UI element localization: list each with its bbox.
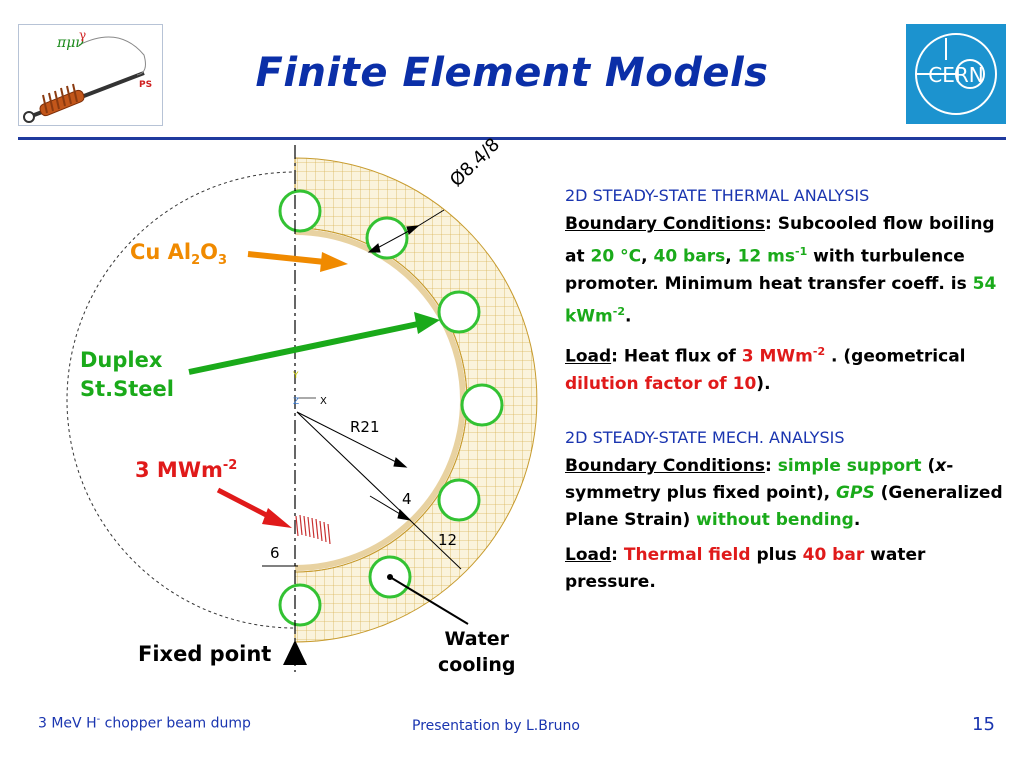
- thermal-heading: 2D STEADY-STATE THERMAL ANALYSIS: [565, 186, 870, 205]
- dim-4: 4: [402, 490, 412, 508]
- svg-text:CERN: CERN: [928, 63, 983, 87]
- cooling-channels: [278, 189, 504, 627]
- svg-text:πμν: πμν: [56, 35, 84, 51]
- svg-text:X: X: [320, 396, 327, 407]
- svg-text:PS: PS: [139, 80, 152, 90]
- svg-text:Y: Y: [292, 371, 299, 381]
- heat-flux-arrow: [216, 487, 292, 528]
- dim-12: 12: [438, 531, 458, 549]
- duplex-arrow: [188, 312, 440, 375]
- dim-6: 6: [270, 544, 280, 562]
- page-number: 15: [972, 714, 995, 735]
- cu-label: Cu Al2O3: [130, 240, 228, 269]
- footer-presenter: Presentation by L.Bruno: [412, 718, 580, 734]
- thermal-bc: Boundary Conditions: Subcooled flow boil…: [565, 214, 997, 327]
- title-divider: [18, 137, 1006, 140]
- dim-r21: R21: [350, 418, 380, 436]
- fixed-point-label: Fixed point: [138, 642, 272, 666]
- mech-heading: 2D STEADY-STATE MECH. ANALYSIS: [565, 427, 845, 447]
- footer-left: 3 MeV H- chopper beam dump: [38, 714, 251, 732]
- svg-text:γ: γ: [79, 28, 86, 42]
- cu-arrow: [247, 251, 348, 272]
- heat-flux-marks: [295, 514, 331, 545]
- heat-flux-label: 3 MWm-2: [135, 458, 238, 482]
- page-title: Finite Element Models: [255, 50, 769, 96]
- svg-text:Z: Z: [293, 397, 299, 407]
- cern-logo: CERN: [906, 24, 1006, 124]
- mech-bc: Boundary Conditions: simple support (x-s…: [565, 455, 1003, 530]
- analysis-text: 2D STEADY-STATE THERMAL ANALYSIS Boundar…: [565, 182, 1005, 604]
- fixed-point-marker: [283, 640, 307, 665]
- ps-logo: πμν γ PS: [18, 24, 163, 126]
- mech-load: Load: Thermal field plus 40 bar water pr…: [565, 544, 926, 592]
- thermal-load: Load: Heat flux of 3 MWm-2 . (geometrica…: [565, 345, 966, 394]
